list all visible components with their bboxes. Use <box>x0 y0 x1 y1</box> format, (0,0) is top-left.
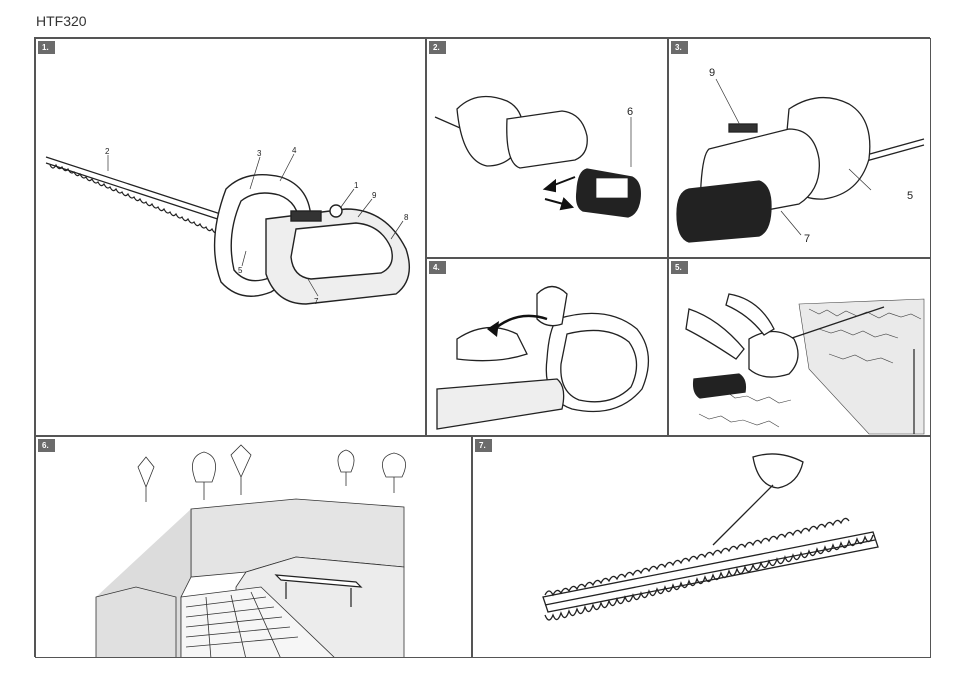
figure-1-callout-8: 8 <box>404 213 409 222</box>
figure-3-battery-mounted-drawing: 9 5 7 <box>676 67 925 245</box>
figure-5-hedge-cutting-drawing <box>685 293 925 435</box>
figure-3-panel: 3. 9 5 7 <box>668 38 931 258</box>
figure-4-badge: 4. <box>429 261 446 274</box>
figure-2-panel: 2. 6 <box>426 38 668 258</box>
figure-1-badge: 1. <box>38 41 55 54</box>
figure-2-battery-insertion-drawing: 6 <box>434 95 641 218</box>
figure-6-garden-hedges-drawing <box>95 444 406 657</box>
figure-4-panel: 4. <box>426 258 668 436</box>
figure-3-badge: 3. <box>671 41 688 54</box>
figure-1-callout-1: 1 <box>354 181 359 190</box>
figure-5-panel: 5. <box>668 258 931 436</box>
figure-1-callout-9: 9 <box>372 191 377 200</box>
figure-7-blade-oiling-drawing <box>542 453 879 621</box>
figure-7-panel: 7. <box>472 436 931 658</box>
figure-sheet: 1. <box>34 37 931 658</box>
document-title: HTF320 <box>36 13 87 29</box>
figure-1-callout-2: 2 <box>105 147 110 156</box>
figure-3-callout-9: 9 <box>709 67 715 79</box>
figure-4-handle-rotation-drawing <box>436 285 650 430</box>
figure-1-callout-7: 7 <box>314 297 319 306</box>
figure-1-panel: 1. <box>35 38 426 436</box>
figure-6-panel: 6. <box>35 436 472 658</box>
figure-3-callout-7: 7 <box>804 233 810 245</box>
figure-2-callout-6: 6 <box>627 106 633 118</box>
figure-1-callout-5: 5 <box>238 266 243 275</box>
figure-6-badge: 6. <box>38 439 55 452</box>
figure-7-badge: 7. <box>475 439 492 452</box>
figure-1-callout-4: 4 <box>292 146 297 155</box>
figure-2-badge: 2. <box>429 41 446 54</box>
figure-1-hedge-trimmer-drawing: 2 3 4 1 9 8 5 7 <box>45 146 410 306</box>
figure-1-callout-3: 3 <box>257 149 262 158</box>
figure-3-callout-5: 5 <box>907 190 913 202</box>
figure-5-badge: 5. <box>671 261 688 274</box>
